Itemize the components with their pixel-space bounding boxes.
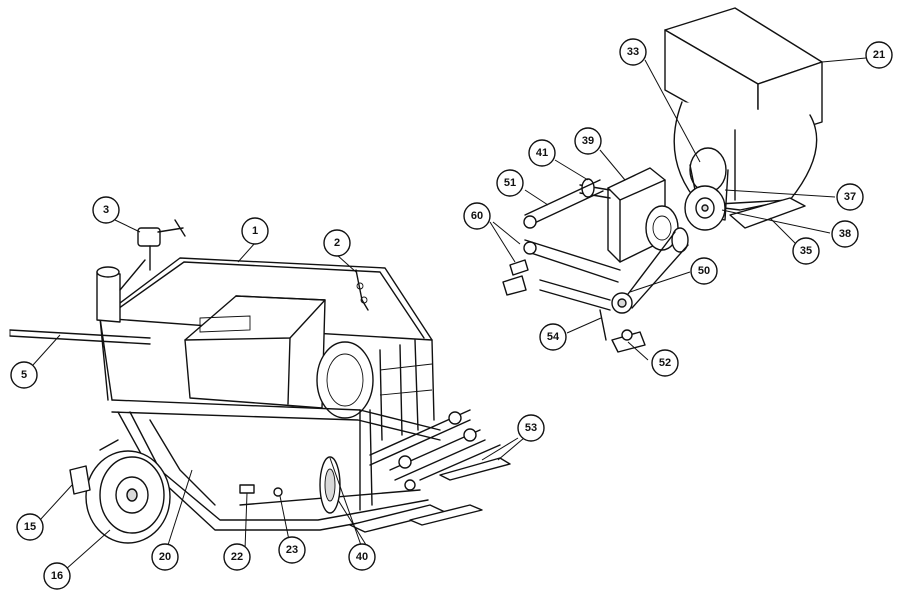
svg-text:50: 50 [698, 265, 710, 277]
callout-41: 41 [528, 139, 556, 167]
svg-text:41: 41 [536, 147, 548, 159]
svg-text:23: 23 [286, 544, 298, 556]
carriage-rods [369, 409, 501, 491]
svg-text:16: 16 [51, 570, 63, 582]
svg-text:60: 60 [471, 210, 483, 222]
svg-text:33: 33 [627, 46, 639, 58]
callout-3: 3 [92, 196, 120, 224]
svg-text:20: 20 [159, 551, 171, 563]
callout-22: 22 [223, 543, 251, 571]
motor-base-plate [729, 197, 806, 229]
callout-20: 20 [151, 543, 179, 571]
svg-text:2: 2 [334, 237, 340, 249]
lower-belt [611, 231, 689, 314]
svg-text:53: 53 [525, 422, 537, 434]
callout-51: 51 [496, 169, 524, 197]
callout-60: 60 [463, 202, 491, 230]
handle-rod [9, 329, 151, 345]
callout-23: 23 [278, 536, 306, 564]
cutter-blade [319, 456, 341, 514]
callout-5: 5 [10, 361, 38, 389]
leader-lines [32, 57, 867, 571]
callout-39: 39 [574, 127, 602, 155]
wheel [85, 450, 171, 544]
belt-drive [684, 147, 729, 231]
callout-2: 2 [323, 229, 351, 257]
callout-52: 52 [651, 349, 679, 377]
callout-40: 40 [348, 543, 376, 571]
gearbox [607, 167, 679, 263]
frame-brackets [239, 484, 283, 497]
svg-text:54: 54 [547, 331, 560, 343]
svg-text:35: 35 [800, 245, 812, 257]
callout-15: 15 [16, 513, 44, 541]
callout-54: 54 [539, 323, 567, 351]
axle-bracket [69, 439, 119, 495]
engine-block [184, 295, 374, 419]
cart-assembly [9, 219, 511, 544]
callout-21: 21 [865, 41, 893, 69]
callout-1: 1 [241, 217, 269, 245]
tank-cylinder [96, 259, 146, 323]
callout-16: 16 [43, 562, 71, 590]
linkage-arms [523, 179, 621, 311]
small-brackets [502, 259, 529, 296]
side-rails [379, 339, 433, 441]
svg-text:37: 37 [844, 191, 856, 203]
callout-37: 37 [836, 183, 864, 211]
svg-text:51: 51 [504, 177, 516, 189]
callout-53: 53 [517, 414, 545, 442]
drive-assembly [502, 7, 823, 353]
svg-text:5: 5 [21, 369, 27, 381]
callout-50: 50 [690, 257, 718, 285]
svg-text:3: 3 [103, 204, 109, 216]
frame-chain [355, 269, 369, 311]
callout-33: 33 [619, 38, 647, 66]
svg-text:40: 40 [356, 551, 368, 563]
svg-text:38: 38 [839, 228, 851, 240]
svg-text:52: 52 [659, 357, 671, 369]
callout-38: 38 [831, 220, 859, 248]
callout-35: 35 [792, 237, 820, 265]
lower-mount [599, 309, 646, 353]
svg-text:22: 22 [231, 551, 243, 563]
svg-text:39: 39 [582, 135, 594, 147]
skid-plates [349, 457, 511, 533]
svg-text:21: 21 [873, 49, 885, 61]
svg-text:15: 15 [24, 521, 36, 533]
svg-text:1: 1 [252, 225, 258, 237]
crank-handle [137, 219, 186, 271]
